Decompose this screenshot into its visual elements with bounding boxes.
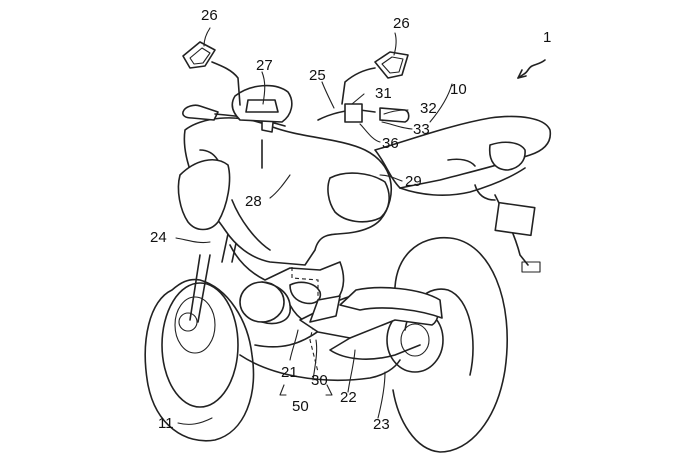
label-23: 23 [373,416,390,433]
label-26-left: 26 [201,7,218,24]
label-29: 29 [405,173,422,190]
rear-fender [474,184,541,273]
label-27: 27 [256,57,273,74]
rear-wheel [386,236,509,453]
label-25: 25 [309,67,326,84]
reference-labels: 26 26 1 27 25 10 31 32 33 36 29 28 24 21… [150,7,551,433]
label-1: 1 [543,29,551,46]
front-wheel [144,278,255,442]
label-10: 10 [450,81,467,98]
meter-cowl [231,84,293,123]
lower-body [239,329,401,381]
left-mirror [182,41,241,106]
label-31: 31 [375,85,392,102]
label-26-right: 26 [393,15,410,32]
label-30: 30 [311,372,328,389]
label-28: 28 [245,193,262,210]
right-mirror [341,51,409,105]
label-33: 33 [413,121,430,138]
seat-tail [374,115,552,196]
leader-lines [175,27,546,425]
label-32: 32 [420,100,437,117]
swing-arm-muffler [299,286,443,360]
label-11: 11 [158,415,174,432]
fuel-tank [177,117,392,266]
label-21: 21 [281,364,298,381]
label-24: 24 [150,229,167,246]
label-50: 50 [292,398,309,415]
label-22: 22 [340,389,357,406]
label-36: 36 [382,135,399,152]
